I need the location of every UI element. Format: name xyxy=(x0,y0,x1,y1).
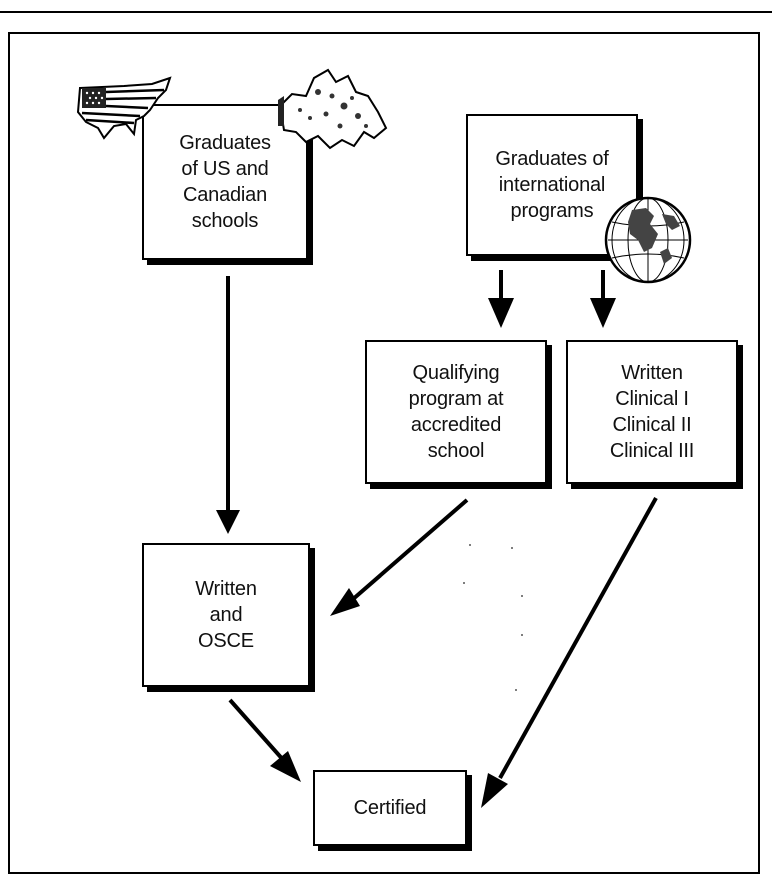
node-certified-label: Certified xyxy=(353,797,427,819)
node-written-clinical: Written Clinical I Clinical II Clinical … xyxy=(566,340,738,484)
node-written-osce: Written and OSCE xyxy=(142,543,310,687)
us-flag-map-icon xyxy=(76,76,172,140)
arrow-osce-to-certified xyxy=(228,698,287,764)
arrowhead-osce-to-certified xyxy=(270,751,301,782)
top-rule xyxy=(0,11,772,13)
arrowhead-intl-to-clinical xyxy=(590,298,616,328)
node-qualifying-program: Qualifying program at accredited school xyxy=(365,340,547,484)
diagram-frame xyxy=(8,32,760,874)
arrowhead-intl-to-qualifying xyxy=(488,298,514,328)
arrowhead-clinical-to-certified xyxy=(481,773,508,808)
arrowhead-us-to-osce xyxy=(216,510,240,534)
node-certified: Certified xyxy=(313,770,467,846)
arrow-qualifying-to-osce xyxy=(350,498,469,602)
node-us-canada-graduates: Graduates of US and Canadian schools xyxy=(142,104,308,260)
node-international-label: Graduates of international programs xyxy=(495,148,609,222)
arrowhead-qualifying-to-osce xyxy=(330,588,360,616)
node-written-osce-label: Written and OSCE xyxy=(195,578,257,652)
node-us-canada-label: Graduates of US and Canadian schools xyxy=(179,132,271,232)
arrow-clinical-to-certified xyxy=(498,497,658,779)
canada-map-icon xyxy=(278,68,388,150)
node-qualifying-label: Qualifying program at accredited school xyxy=(408,362,504,462)
globe-icon xyxy=(604,196,692,284)
node-written-clinical-label: Written Clinical I Clinical II Clinical … xyxy=(609,362,695,462)
